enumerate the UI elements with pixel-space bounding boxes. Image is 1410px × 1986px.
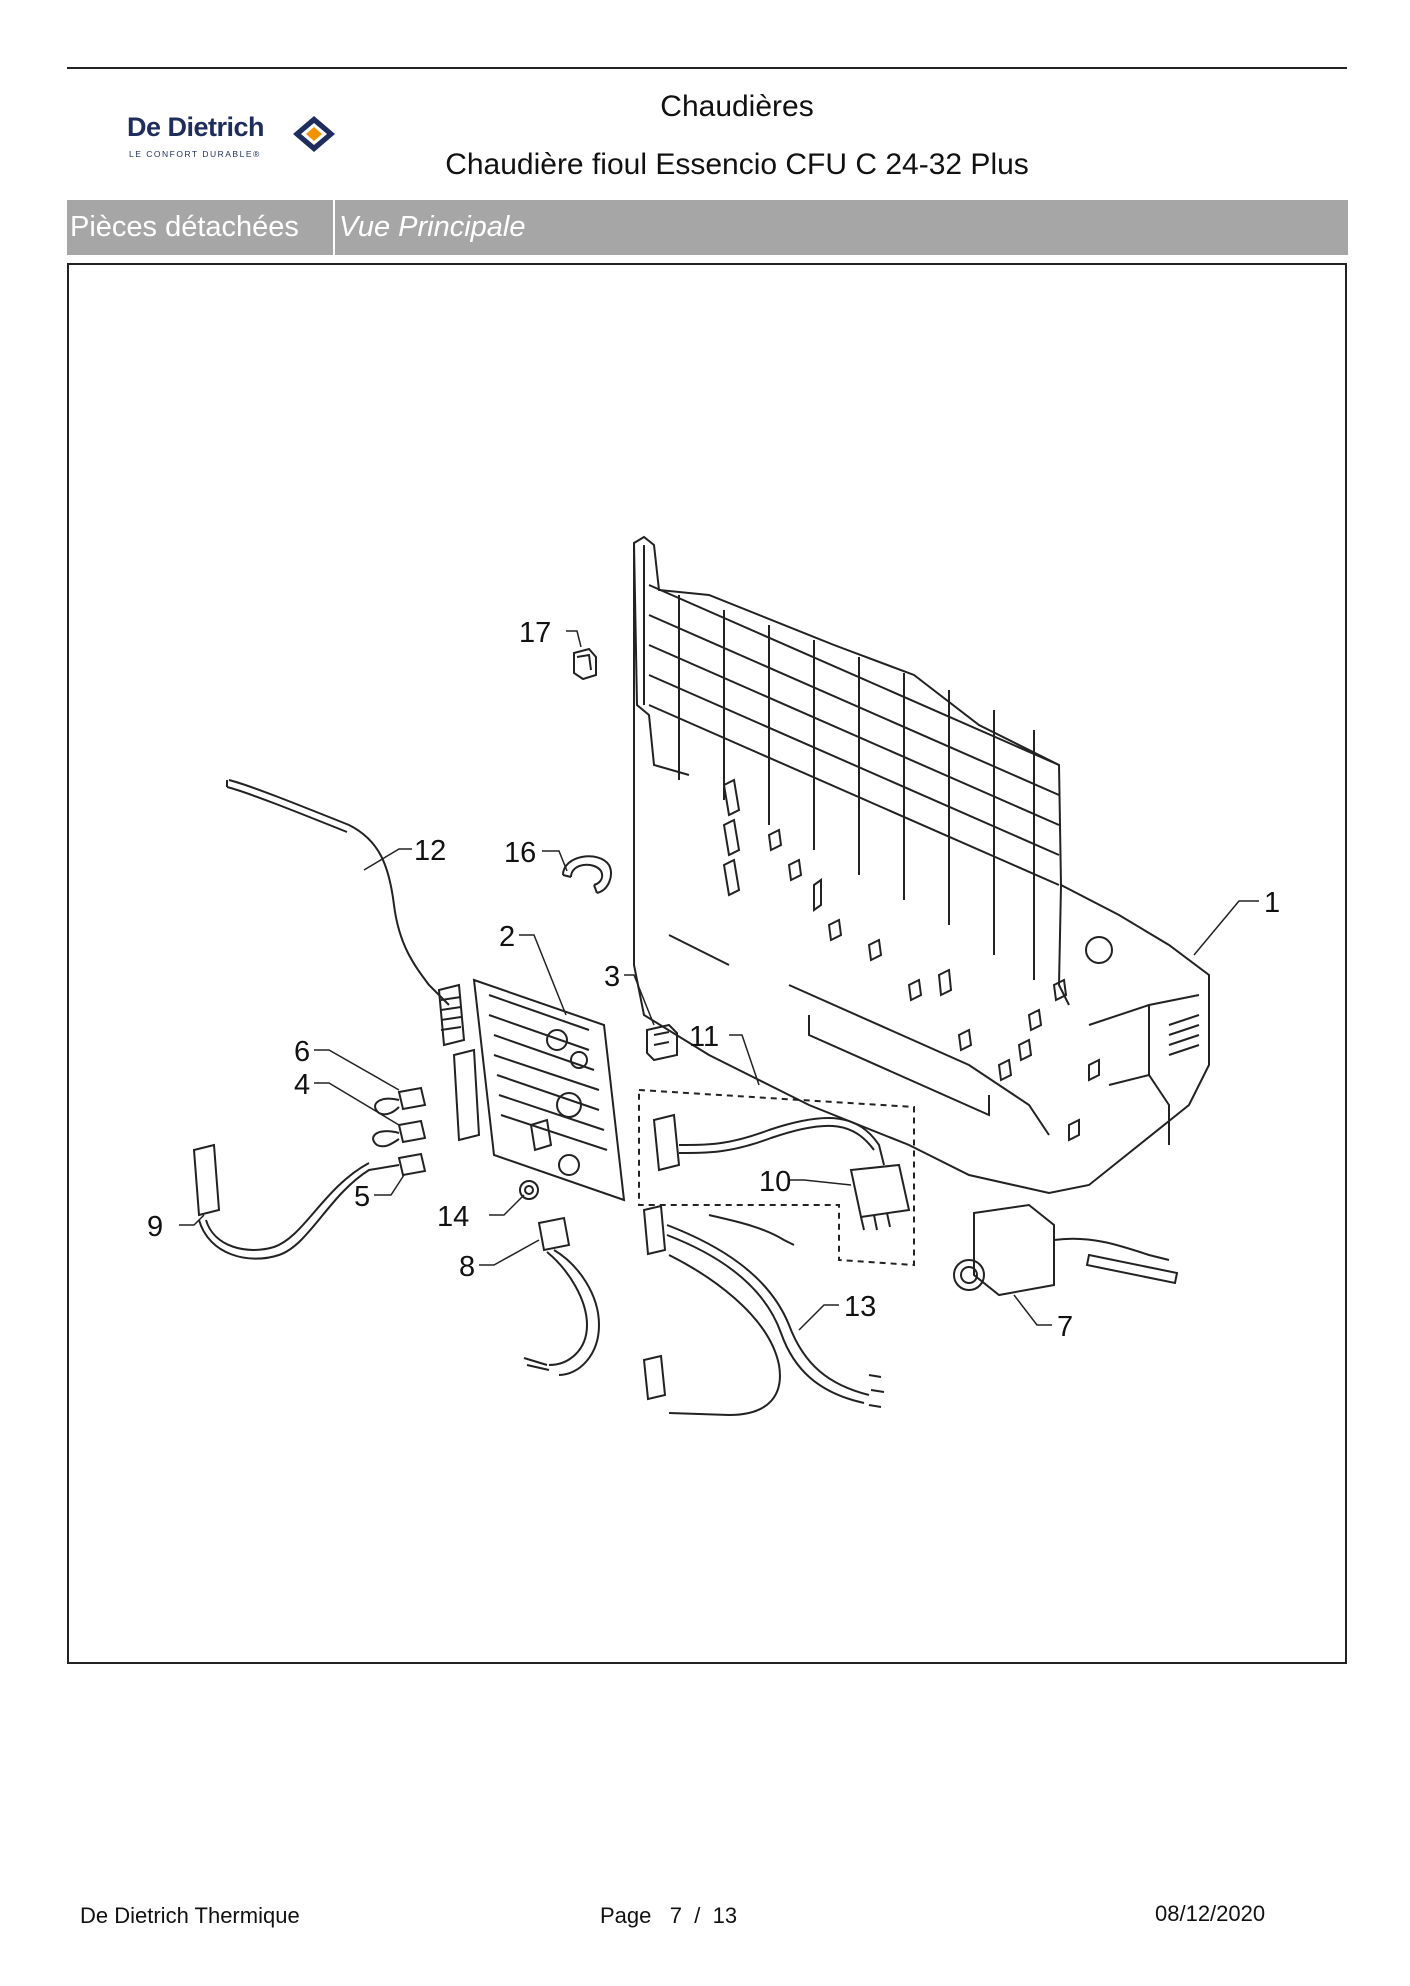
page-current: 7	[669, 1903, 682, 1928]
diamond-logo-icon	[293, 116, 335, 152]
exploded-parts-diagram: 17 16 1 12 2 3 11 6 4 5 9 10 14 8 13 7	[147, 535, 1280, 1417]
part-8-connector	[523, 1216, 601, 1376]
callout-label: 1	[1264, 887, 1280, 919]
callout-label: 4	[294, 1069, 310, 1101]
footer-company: De Dietrich Thermique	[80, 1903, 300, 1928]
callout-label: 14	[437, 1201, 469, 1233]
page-total: 13	[712, 1903, 738, 1928]
part-3-connector	[646, 1023, 678, 1062]
part-2-pcb	[452, 978, 626, 1202]
footer-date: 08/12/2020	[1155, 1901, 1266, 1926]
part-13-harness	[642, 1204, 885, 1417]
footer-pagination: Page 7 / 13	[600, 1903, 737, 1929]
callout-label: 6	[294, 1036, 310, 1068]
section-view: Vue Principale	[339, 211, 526, 243]
brand-tagline: LE CONFORT DURABLE®	[129, 149, 261, 159]
section-category: Pièces détachées	[67, 200, 335, 255]
part-7-thermostat	[953, 1203, 1179, 1297]
callout-label: 7	[1057, 1311, 1073, 1343]
part-4-plug	[372, 1119, 427, 1148]
callout-label: 16	[504, 837, 536, 869]
callout-label: 11	[689, 1021, 719, 1053]
callout-label: 12	[414, 835, 446, 867]
part-10-relay	[849, 1163, 911, 1231]
part-5-plug	[397, 1152, 427, 1177]
callout-label: 2	[499, 921, 515, 953]
callout-labels: 17 16 1 12 2 3 11 6 4 5 9 10 14 8 13 7	[147, 617, 1280, 1343]
callout-label: 8	[459, 1251, 475, 1283]
part-16-clip	[562, 855, 612, 894]
page-separator: /	[694, 1903, 701, 1928]
page-title: Chaudières	[660, 90, 814, 123]
brand-logo: De Dietrich LE CONFORT DURABLE®	[127, 112, 357, 164]
callout-label: 10	[759, 1166, 791, 1198]
callout-label: 5	[354, 1181, 370, 1213]
part-12-cable	[226, 779, 466, 1047]
callout-label: 9	[147, 1211, 163, 1243]
part-6-plug	[374, 1086, 427, 1116]
callout-label: 3	[604, 961, 620, 993]
page-subtitle: Chaudière fioul Essencio CFU C 24-32 Plu…	[445, 148, 1029, 181]
page-label: Page	[600, 1903, 652, 1928]
callout-label: 13	[844, 1291, 876, 1323]
part-17-clip	[573, 647, 597, 681]
top-rule	[67, 67, 1347, 69]
part-14-grommet	[519, 1180, 539, 1200]
brand-name: De Dietrich	[127, 112, 265, 142]
section-bar: Pièces détachées Vue Principale	[67, 200, 1348, 255]
callout-label: 17	[519, 617, 551, 649]
diagram-frame: 17 16 1 12 2 3 11 6 4 5 9 10 14 8 13 7	[67, 263, 1347, 1664]
part-1-casing	[633, 535, 1210, 1195]
part-11-harness	[638, 1088, 915, 1267]
part-9-sensor	[192, 1143, 400, 1260]
leader-lines	[179, 630, 1259, 1331]
